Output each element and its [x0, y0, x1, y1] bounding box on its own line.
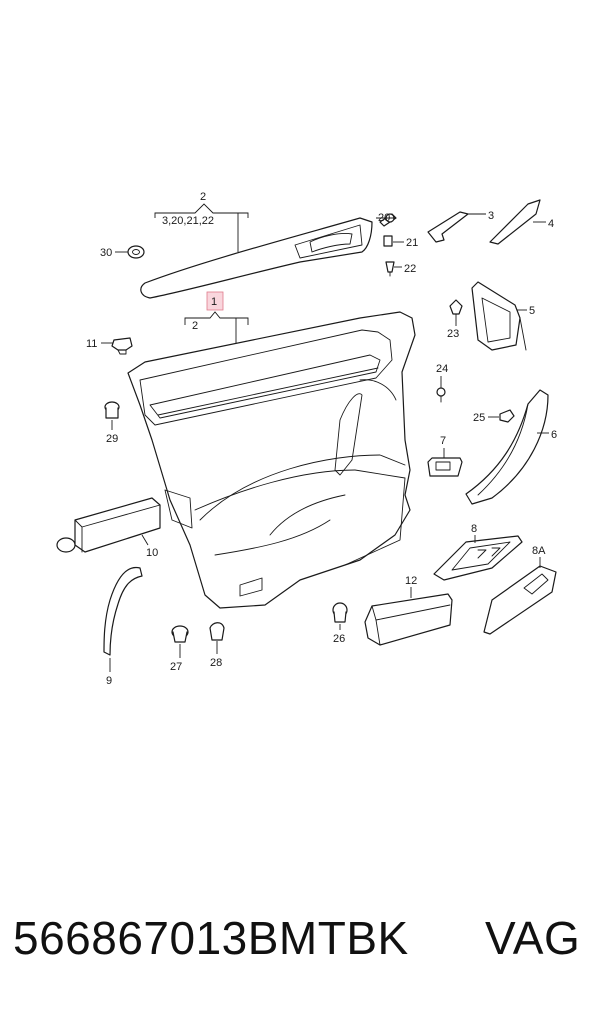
bracket-1 [184, 311, 249, 325]
callout-24: 24 [436, 363, 448, 375]
callout-1-highlight [206, 291, 224, 311]
part-30-grommet [127, 245, 145, 259]
callout-8a: 8A [532, 545, 546, 557]
part-29-clip [104, 401, 120, 419]
part-26-clip [332, 602, 348, 623]
callout-22: 22 [404, 263, 416, 275]
part-3-trim-bracket [427, 211, 469, 243]
callout-7: 7 [440, 435, 446, 447]
part-4-trim-strip [489, 199, 541, 245]
callout-11: 11 [86, 338, 97, 350]
callout-2-top: 2 [200, 191, 206, 203]
part-12-armrest [364, 593, 453, 646]
part-28-clip [209, 622, 225, 641]
part-21-nut [383, 235, 393, 247]
part-8-window-switch-panel [433, 535, 523, 581]
part-25-clip [499, 409, 515, 423]
callout-30: 30 [100, 247, 112, 259]
part-24-screw [436, 387, 446, 403]
callout-12: 12 [405, 575, 417, 587]
callout-28: 28 [210, 657, 222, 669]
bracket-2 [154, 203, 249, 218]
callout-6: 6 [551, 429, 557, 441]
part-6-side-trim [465, 389, 549, 505]
part-2-upper-trim [140, 217, 373, 299]
callout-26: 26 [333, 633, 345, 645]
callout-27: 27 [170, 661, 182, 673]
callout-5: 5 [529, 305, 535, 317]
callout-2-sub: 2 [192, 320, 198, 332]
brand-label: VAG [485, 912, 581, 964]
callout-3: 3 [488, 210, 494, 222]
callout-4: 4 [548, 218, 554, 230]
part-7-switch [427, 457, 463, 477]
part-27-clip [171, 625, 189, 643]
callout-8: 8 [471, 523, 477, 535]
part-10-damper [56, 497, 161, 553]
part-23-clip [449, 299, 463, 321]
callout-29: 29 [106, 433, 118, 445]
part-9-seal [103, 566, 143, 656]
callout-1: 1 [211, 296, 217, 308]
callout-23: 23 [447, 328, 459, 340]
part-5-mirror-cover [471, 281, 527, 351]
footer: 566867013BMTBK VAG [0, 905, 600, 975]
callout-2-group: 3,20,21,22 [162, 215, 214, 227]
part-1-door-panel [127, 311, 416, 609]
part-11-clip [111, 337, 133, 355]
part-number: 566867013BMTBK [13, 912, 409, 964]
part-22-pin [385, 261, 395, 277]
callout-25: 25 [473, 412, 485, 424]
callout-10: 10 [146, 547, 158, 559]
callout-9: 9 [106, 675, 112, 687]
part-8a-switch-panel [483, 565, 557, 635]
callout-21: 21 [406, 237, 418, 249]
